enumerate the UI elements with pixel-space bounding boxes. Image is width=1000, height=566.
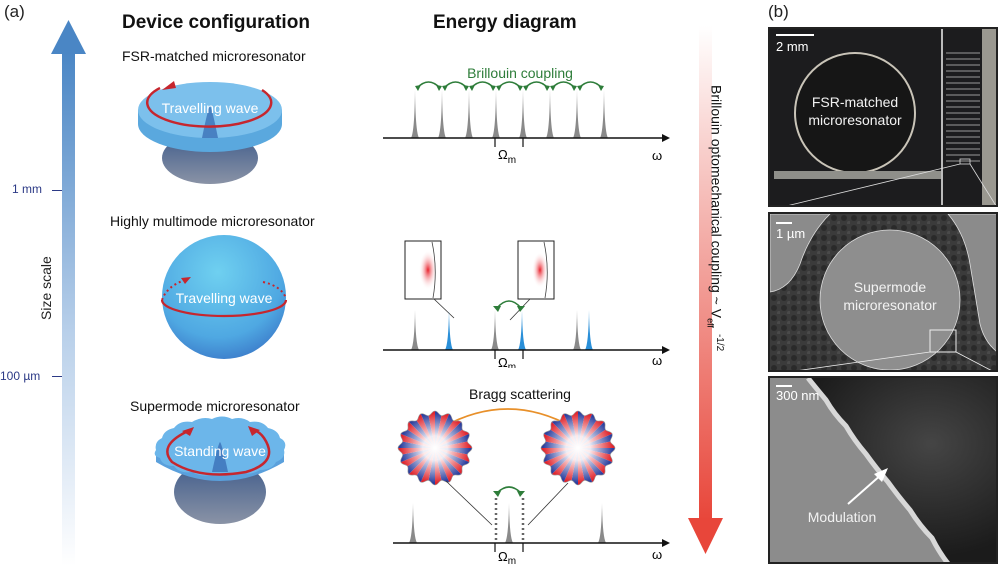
coupling-arc — [416, 81, 441, 89]
resonance-peak — [445, 310, 453, 350]
resonance-peak — [518, 310, 526, 350]
panel-a-label: (a) — [4, 2, 25, 21]
omega-axis-label: ω — [652, 547, 662, 562]
wave-label-multimode: Travelling wave — [176, 290, 273, 306]
device-title-supermode: Supermode microresonator — [130, 398, 300, 414]
resonance-peak — [409, 503, 417, 543]
resonance-peak — [465, 90, 473, 138]
size-scale-arrow — [51, 20, 86, 566]
scale-tick-100um: 100 µm — [0, 369, 41, 383]
energy-row-bragg: Bragg scattering Ωm ω — [393, 386, 670, 566]
resonance-peak — [598, 503, 606, 543]
panel-b-label: (b) — [768, 2, 789, 21]
resonance-peak — [600, 90, 608, 138]
resonance-peak — [491, 310, 499, 350]
scale-bar-2mm: 2 mm — [776, 39, 809, 54]
resonance-peak — [438, 90, 446, 138]
resonance-peak — [546, 90, 554, 138]
coupling-strength-arrow — [688, 26, 723, 554]
resonance-peak — [492, 90, 500, 138]
device-title-fsr: FSR-matched microresonator — [122, 48, 306, 64]
supermode-disk-illustration: Standing wave — [154, 416, 286, 524]
standing-wave-mode-right — [540, 410, 616, 486]
energy-row-multimode: Ωm ω — [383, 240, 670, 368]
coupling-arc — [497, 81, 522, 89]
energy-row-brillouin: Brillouin coupling Ωm ω — [383, 65, 670, 166]
omega-m-label: Ωm — [498, 355, 516, 368]
resonance-peak — [573, 90, 581, 138]
resonance-peak — [573, 310, 581, 350]
brillouin-coupling-label: Brillouin coupling — [467, 65, 573, 81]
coupling-arc — [551, 81, 576, 89]
photo-caption-modulation: Modulation — [807, 509, 877, 525]
resonance-peak — [585, 310, 593, 350]
coupling-arc — [524, 81, 549, 89]
bragg-scattering-label: Bragg scattering — [469, 386, 571, 402]
energy-diagram-heading: Energy diagram — [433, 12, 577, 33]
sem-image-modulation: 300 nm Modulation — [768, 376, 998, 564]
standing-wave-mode-left — [397, 410, 473, 486]
coupling-arc — [470, 81, 495, 89]
coupling-arc — [578, 81, 603, 89]
sphere-illustration: Travelling wave — [160, 235, 288, 359]
coupling-arc — [496, 300, 522, 309]
scale-tick-mark — [52, 190, 62, 191]
coupling-arc — [496, 486, 522, 494]
device-configuration-heading: Device configuration — [122, 12, 310, 33]
resonance-peak — [505, 503, 513, 543]
resonance-peak — [411, 310, 419, 350]
coupling-arc — [443, 81, 468, 89]
scale-tick-mark — [52, 376, 62, 377]
resonance-peak — [519, 90, 527, 138]
scale-bar-300nm: 300 nm — [776, 388, 820, 403]
fsr-disk-illustration: Travelling wave — [138, 81, 282, 184]
omega-m-label: Ωm — [498, 147, 516, 166]
wave-label-supermode: Standing wave — [174, 443, 266, 459]
omega-axis-label: ω — [652, 353, 662, 368]
omega-axis-label: ω — [652, 148, 662, 163]
omega-m-label: Ωm — [498, 549, 516, 566]
coupling-strength-label: Brillouin optomechanical coupling ~ Veff… — [705, 85, 725, 352]
bragg-arc — [442, 408, 573, 428]
device-title-multimode: Highly multimode microresonator — [110, 213, 315, 229]
size-scale-label: Size scale — [38, 256, 54, 320]
scale-tick-1mm: 1 mm — [12, 182, 42, 196]
scale-bar-1um: 1 µm — [776, 226, 806, 241]
axis-arrowhead — [662, 134, 670, 142]
resonance-peak — [411, 90, 419, 138]
wave-label-fsr: Travelling wave — [162, 100, 259, 116]
